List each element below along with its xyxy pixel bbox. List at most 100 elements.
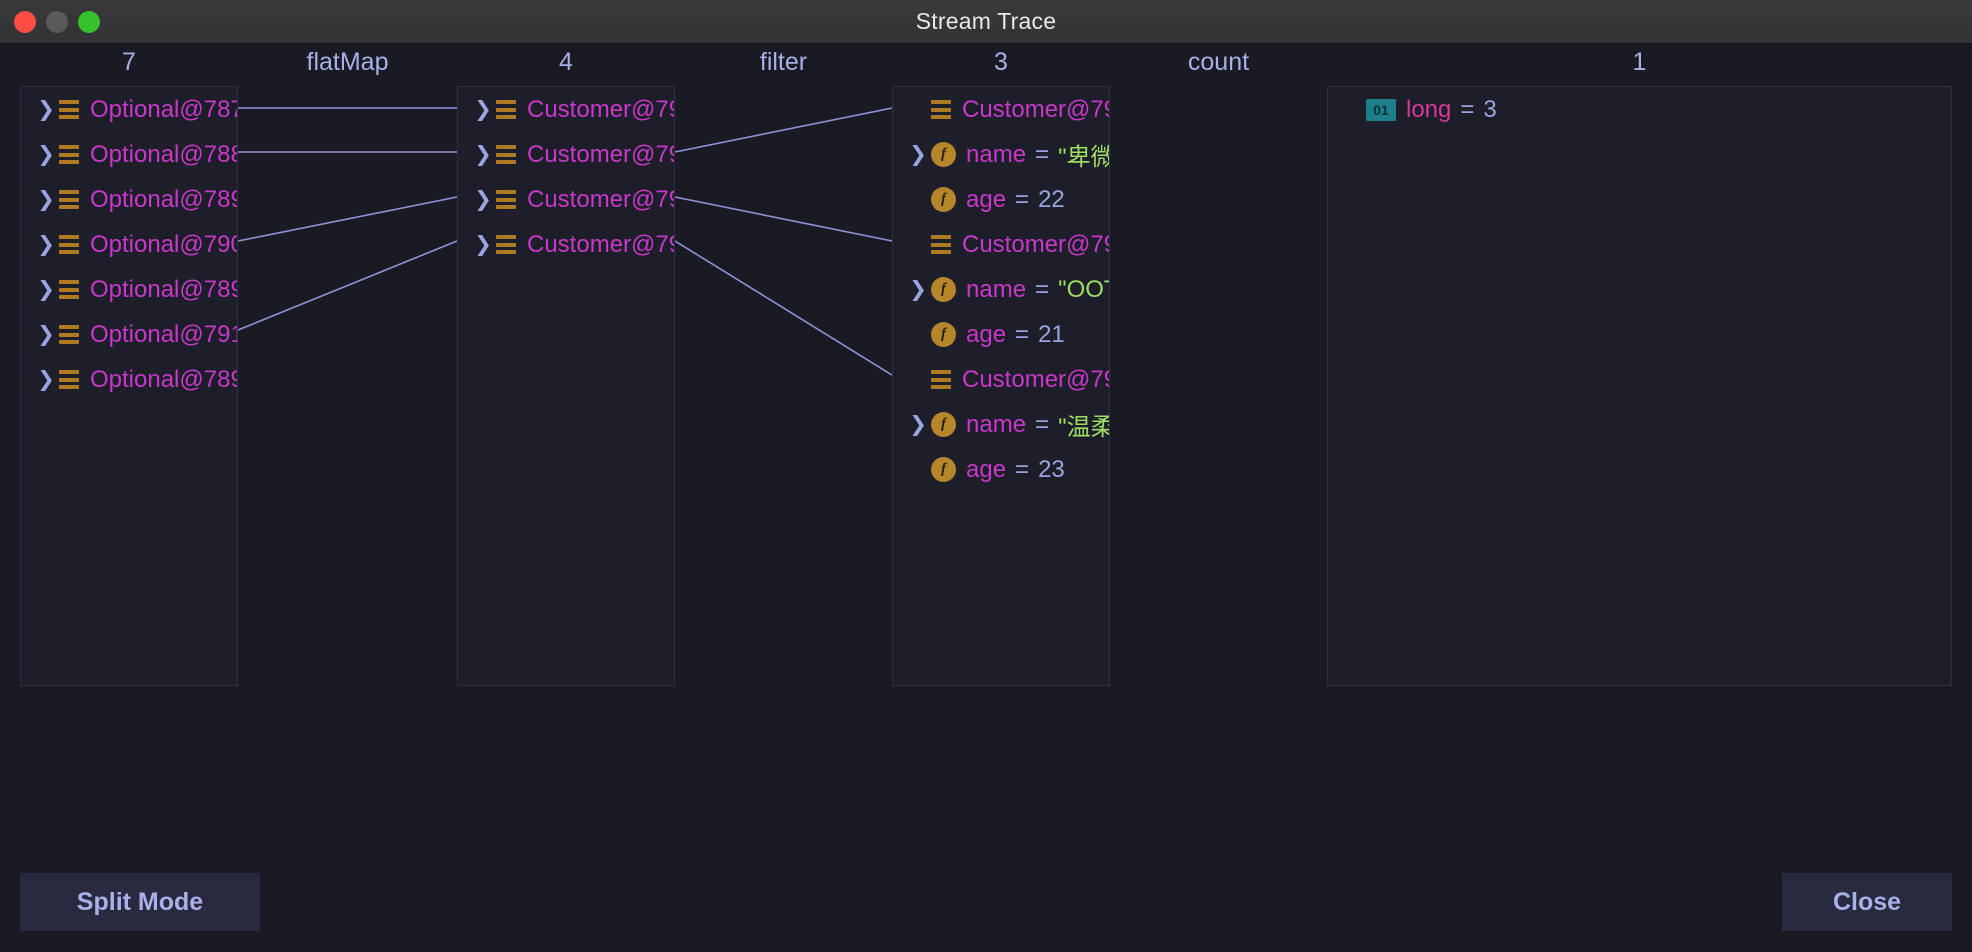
chevron-placeholder: ❯	[905, 187, 931, 212]
object-reference-label: Customer@795	[527, 140, 674, 168]
object-row[interactable]: ❯ Customer@796	[458, 177, 674, 222]
column-header-filter: filter	[759, 48, 808, 76]
column-header-4: 4	[559, 48, 573, 76]
field-name: name	[966, 410, 1027, 438]
object-icon	[931, 100, 951, 119]
object-reference-label: Customer@795	[962, 95, 1109, 123]
object-reference-label: Optional@790	[90, 230, 238, 258]
traffic-light-controls	[14, 0, 100, 44]
object-icon	[931, 235, 951, 254]
filter-result-panel: ❯Customer@795❯fname="卑微的❯fage=22❯Custome…	[892, 86, 1110, 686]
connector-line	[237, 196, 458, 242]
flatmap-result-panel: ❯Customer@794❯Customer@795❯Customer@796❯…	[457, 86, 675, 686]
split-mode-button[interactable]: Split Mode	[20, 873, 260, 931]
minimize-window-button[interactable]	[46, 11, 68, 33]
connector-line	[674, 107, 893, 153]
chevron-placeholder: ❯	[905, 97, 931, 122]
object-icon	[496, 145, 516, 164]
object-row[interactable]: ❯ Customer@794	[458, 87, 674, 132]
expand-chevron-icon[interactable]: ❯	[37, 368, 55, 391]
field-value: 22	[1038, 185, 1065, 213]
object-reference-label: Optional@789	[90, 185, 238, 213]
object-row[interactable]: ❯ Optional@788	[21, 132, 237, 177]
connector-line	[674, 196, 893, 242]
expand-chevron-icon[interactable]: ❯	[37, 278, 55, 301]
object-reference-label: Customer@794	[527, 95, 674, 123]
column-header-count: count	[1187, 48, 1250, 76]
field-value: "温柔一	[1058, 414, 1109, 441]
field-value: "OOT"	[1058, 275, 1109, 303]
title-bar: Stream Trace	[0, 0, 1972, 44]
field-icon: f	[931, 187, 956, 212]
primitive-name: long	[1406, 95, 1452, 123]
object-row[interactable]: ❯ Optional@791	[21, 312, 237, 357]
expand-chevron-icon[interactable]: ❯	[474, 143, 492, 166]
field-value: 21	[1038, 320, 1065, 348]
equals-sign: =	[1035, 410, 1050, 438]
object-row[interactable]: ❯Optional@789	[21, 357, 237, 402]
object-icon	[931, 370, 951, 389]
object-row[interactable]: ❯ Customer@795	[458, 132, 674, 177]
object-reference-label: Customer@796	[962, 230, 1109, 258]
object-reference-label: Customer@797	[962, 365, 1109, 393]
field-icon: f	[931, 457, 956, 482]
connector-line	[674, 240, 893, 376]
expand-chevron-icon[interactable]: ❯	[37, 233, 55, 256]
connector-line	[237, 240, 458, 331]
close-window-button[interactable]	[14, 11, 36, 33]
close-button[interactable]: Close	[1782, 873, 1952, 931]
expand-chevron-icon[interactable]: ❯	[37, 98, 55, 121]
chevron-placeholder: ❯	[1340, 97, 1366, 122]
expand-chevron-icon[interactable]: ❯	[37, 323, 55, 346]
object-row[interactable]: ❯ Optional@790	[21, 222, 237, 267]
object-row[interactable]: ❯Optional@787	[21, 87, 237, 132]
object-row[interactable]: ❯ Customer@795	[893, 87, 1109, 132]
object-row[interactable]: ❯Customer@797	[893, 357, 1109, 402]
object-row[interactable]: ❯ Optional@789	[21, 177, 237, 222]
object-reference-label: Customer@796	[527, 185, 674, 213]
field-icon: f	[931, 277, 956, 302]
primitive-icon: 01	[1366, 98, 1396, 121]
primitive-value: 3	[1483, 95, 1497, 123]
expand-chevron-icon[interactable]: ❯	[474, 188, 492, 211]
expand-chevron-icon[interactable]: ❯	[37, 188, 55, 211]
object-icon	[59, 280, 79, 299]
chevron-placeholder: ❯	[905, 457, 931, 482]
object-reference-label: Optional@788	[90, 140, 238, 168]
equals-sign: =	[1460, 95, 1475, 123]
object-icon	[59, 145, 79, 164]
object-row[interactable]: ❯Customer@796	[893, 222, 1109, 267]
object-icon	[59, 235, 79, 254]
expand-chevron-icon[interactable]: ❯	[909, 278, 927, 301]
expand-chevron-icon[interactable]: ❯	[37, 143, 55, 166]
equals-sign: =	[1015, 455, 1030, 483]
column-header-3: 3	[994, 48, 1008, 76]
field-value: "卑微的	[1058, 144, 1109, 171]
object-row[interactable]: ❯ Customer@797	[458, 222, 674, 267]
expand-chevron-icon[interactable]: ❯	[909, 413, 927, 436]
primitive-row[interactable]: ❯01 long = 3	[1328, 87, 1951, 132]
object-row[interactable]: ❯Optional@789	[21, 267, 237, 312]
object-reference-label: Customer@797	[527, 230, 674, 258]
equals-sign: =	[1035, 140, 1050, 168]
zoom-window-button[interactable]	[78, 11, 100, 33]
object-icon	[496, 100, 516, 119]
expand-chevron-icon[interactable]: ❯	[474, 98, 492, 121]
expand-chevron-icon[interactable]: ❯	[909, 143, 927, 166]
column-header-flatmap: flatMap	[306, 48, 389, 76]
field-name: name	[966, 275, 1027, 303]
object-icon	[59, 325, 79, 344]
chevron-placeholder: ❯	[905, 322, 931, 347]
field-icon: f	[931, 412, 956, 437]
count-result-panel: ❯01 long = 3	[1327, 86, 1952, 686]
object-reference-label: Optional@791	[90, 320, 238, 348]
expand-chevron-icon[interactable]: ❯	[474, 233, 492, 256]
